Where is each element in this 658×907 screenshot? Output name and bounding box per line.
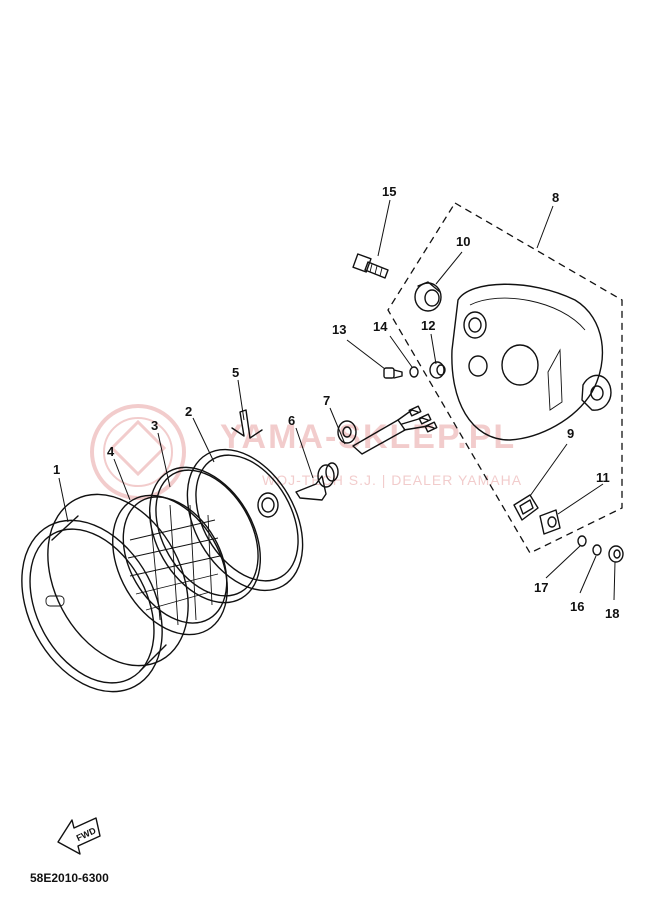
fwd-label: FWD — [75, 825, 98, 843]
part-13-screw — [383, 367, 403, 379]
part-3-ring — [148, 466, 262, 604]
part-14-washer — [409, 366, 419, 378]
callout-2: 2 — [185, 404, 192, 419]
callout-4: 4 — [107, 444, 115, 459]
part-8-housing — [451, 283, 612, 441]
watermark: YAMA-SKLEP.PL WOJ-TECH S.J. | DEALER YAM… — [90, 404, 522, 500]
leader-lines — [58, 199, 616, 601]
part-6-bulb — [295, 462, 339, 501]
callout-9: 9 — [567, 426, 574, 441]
watermark-main-text: YAMA-SKLEP.PL — [220, 418, 516, 456]
callout-3: 3 — [151, 418, 158, 433]
callout-7: 7 — [323, 393, 330, 408]
callout-12: 12 — [421, 318, 435, 333]
part-12-collar — [429, 361, 446, 379]
part-18-nut — [608, 545, 624, 563]
part-10-grommet — [414, 281, 442, 312]
part-15-bolt — [352, 253, 389, 279]
callout-10: 10 — [456, 234, 470, 249]
part-16-spring-washer — [592, 544, 602, 556]
callout-8: 8 — [552, 190, 559, 205]
callout-15: 15 — [382, 184, 396, 199]
fwd-arrow-icon: FWD — [57, 817, 101, 855]
callout-13: 13 — [332, 322, 346, 337]
watermark-logo — [90, 404, 186, 500]
part-7-socket — [337, 405, 438, 455]
callout-14: 14 — [373, 319, 388, 334]
part-1-rim — [21, 493, 189, 693]
callout-18: 18 — [605, 606, 619, 621]
callout-17: 17 — [534, 580, 548, 595]
watermark-sub-text: WOJ-TECH S.J. | DEALER YAMAHA — [262, 472, 522, 488]
diagram-code: 58E2010-6300 — [30, 871, 109, 885]
callout-6: 6 — [288, 413, 295, 428]
part-4-lens — [112, 494, 228, 636]
part-9-bracket — [513, 494, 539, 521]
group-outline-8 — [387, 202, 623, 554]
callout-1: 1 — [53, 462, 60, 477]
callout-16: 16 — [570, 599, 584, 614]
callout-5: 5 — [232, 365, 239, 380]
callout-11: 11 — [596, 470, 610, 485]
part-11-collar — [539, 509, 561, 535]
part-2-reflector — [186, 448, 304, 592]
part-17-washer — [577, 535, 587, 547]
